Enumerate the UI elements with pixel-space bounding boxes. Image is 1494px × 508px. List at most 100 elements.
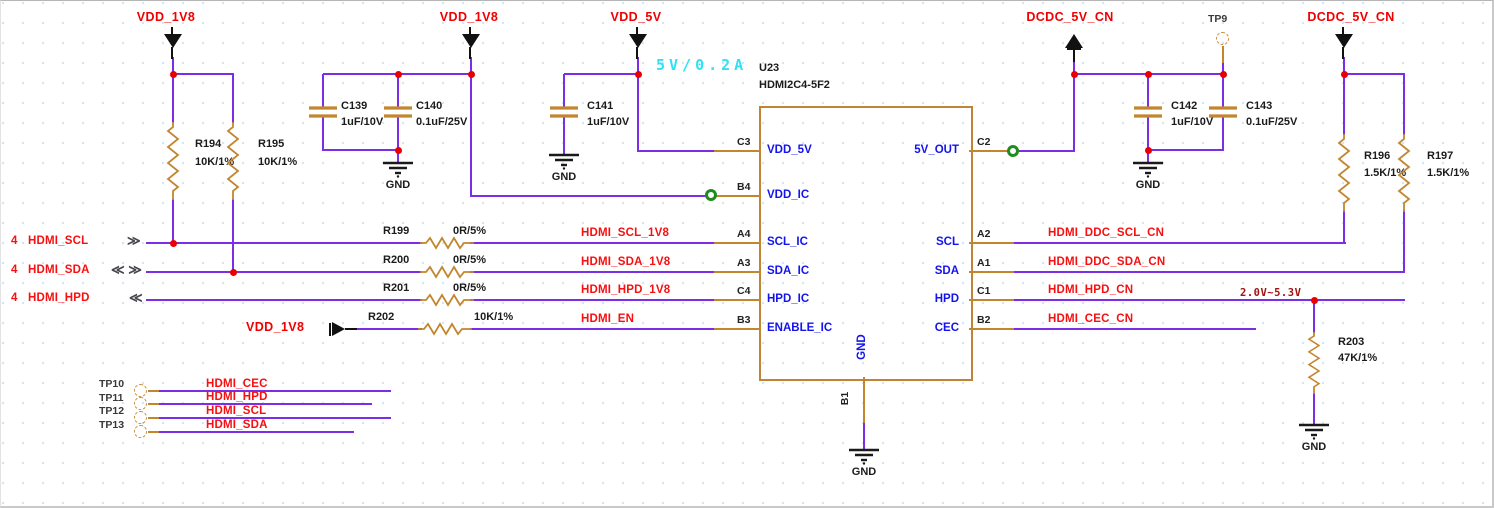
wire[interactable] xyxy=(1073,59,1075,152)
wire[interactable] xyxy=(158,390,391,392)
wire[interactable] xyxy=(564,73,639,75)
wire[interactable] xyxy=(1403,210,1405,273)
net-label-hdmi-ddc-scl-cn[interactable]: HDMI_DDC_SCL_CN xyxy=(1048,227,1165,239)
resistor-r201[interactable] xyxy=(420,293,474,307)
wire[interactable] xyxy=(172,199,174,244)
power-flag-vdd-5v-label[interactable]: VDD_5V xyxy=(610,10,662,24)
test-point-tp12[interactable] xyxy=(134,411,147,424)
net-label-hdmi-scl-1v8[interactable]: HDMI_SCL_1V8 xyxy=(581,227,670,239)
wire[interactable] xyxy=(146,299,422,301)
wire[interactable] xyxy=(1148,149,1224,151)
wire[interactable] xyxy=(172,57,174,123)
wire[interactable] xyxy=(470,57,472,197)
net-label-hdmi-cec-cn[interactable]: HDMI_CEC_CN xyxy=(1048,313,1134,325)
power-flag-dcdc-5v-cn-label[interactable]: DCDC_5V_CN xyxy=(1026,10,1114,24)
wire[interactable] xyxy=(1014,271,1405,273)
wire[interactable] xyxy=(158,431,354,433)
test-point-tp11[interactable] xyxy=(134,397,147,410)
gnd-symbol[interactable] xyxy=(1131,161,1165,178)
resistor-r194[interactable] xyxy=(166,122,180,200)
resistor-r202[interactable] xyxy=(418,322,472,336)
net-label-hdmi-cec[interactable]: HDMI_CEC xyxy=(206,378,268,390)
wire[interactable] xyxy=(1403,74,1405,135)
net-label-hdmi-en[interactable]: HDMI_EN xyxy=(581,313,635,325)
net-label-hdmi-sda-1v8[interactable]: HDMI_SDA_1V8 xyxy=(581,256,671,268)
wire[interactable] xyxy=(1344,73,1405,75)
wire[interactable] xyxy=(563,115,565,154)
wire[interactable] xyxy=(637,57,639,152)
wire[interactable] xyxy=(471,195,706,197)
wire[interactable] xyxy=(638,150,715,152)
gnd-symbol[interactable] xyxy=(381,161,415,178)
wire[interactable] xyxy=(146,271,422,273)
wire[interactable] xyxy=(146,242,422,244)
annotation-current-rating[interactable]: 5V/0.2A xyxy=(656,56,748,74)
wire[interactable] xyxy=(357,328,422,330)
wire[interactable] xyxy=(1014,328,1256,330)
wire[interactable] xyxy=(1343,210,1345,244)
resistor-r196[interactable] xyxy=(1337,134,1351,212)
gnd-symbol[interactable] xyxy=(1297,423,1331,440)
capacitor-c140[interactable] xyxy=(384,102,412,122)
test-point-tp13[interactable] xyxy=(134,425,147,438)
net-label-hdmi-hpd-1v8[interactable]: HDMI_HPD_1V8 xyxy=(581,284,671,296)
wire[interactable] xyxy=(158,403,372,405)
wire[interactable] xyxy=(563,74,565,109)
power-flag-arrow-down-icon[interactable] xyxy=(629,34,647,48)
net-label-hdmi-ddc-sda-cn[interactable]: HDMI_DDC_SDA_CN xyxy=(1048,256,1166,268)
wire[interactable] xyxy=(397,115,399,162)
capacitor-c143[interactable] xyxy=(1209,102,1237,122)
ic-u23-body[interactable] xyxy=(759,106,973,381)
capacitor-c141[interactable] xyxy=(550,102,578,122)
wire[interactable] xyxy=(470,242,715,244)
wire[interactable] xyxy=(1222,115,1224,151)
power-flag-arrow-down-icon[interactable] xyxy=(462,34,480,48)
wire[interactable] xyxy=(173,73,234,75)
gnd-symbol[interactable] xyxy=(847,448,881,465)
wire[interactable] xyxy=(470,271,715,273)
resistor-r203[interactable] xyxy=(1307,332,1321,394)
capacitor-c142[interactable] xyxy=(1134,102,1162,122)
wire[interactable] xyxy=(1147,74,1149,109)
wire[interactable] xyxy=(323,149,399,151)
wire[interactable] xyxy=(158,417,391,419)
resistor-r195[interactable] xyxy=(226,122,240,200)
net-label-hdmi-hpd-cn[interactable]: HDMI_HPD_CN xyxy=(1048,284,1134,296)
resistor-r200[interactable] xyxy=(420,265,474,279)
wire[interactable] xyxy=(232,199,234,273)
sheet-port-hdmi-scl[interactable]: HDMI_SCL xyxy=(28,235,89,247)
wire[interactable] xyxy=(322,115,324,151)
net-label-hdmi-sda[interactable]: HDMI_SDA xyxy=(206,419,268,431)
net-label-hdmi-hpd[interactable]: HDMI_HPD xyxy=(206,391,268,403)
wire[interactable] xyxy=(1313,300,1315,333)
resistor-r197[interactable] xyxy=(1397,134,1411,212)
wire[interactable] xyxy=(1313,393,1315,424)
net-label-hdmi-scl[interactable]: HDMI_SCL xyxy=(206,405,267,417)
wire[interactable] xyxy=(470,299,715,301)
resistor-r199[interactable] xyxy=(420,236,474,250)
test-point-tp10[interactable] xyxy=(134,384,147,397)
power-flag-arrow-down-icon[interactable] xyxy=(1335,34,1353,48)
wire[interactable] xyxy=(397,74,399,109)
wire[interactable] xyxy=(1222,63,1224,109)
power-flag-arrow-down-icon[interactable] xyxy=(164,34,182,48)
power-flag-vdd-1v8-label[interactable]: VDD_1V8 xyxy=(439,10,499,24)
capacitor-c139[interactable] xyxy=(309,102,337,122)
wire[interactable] xyxy=(1147,115,1149,162)
wire[interactable] xyxy=(470,328,715,330)
wire[interactable] xyxy=(863,423,865,449)
power-flag-vdd-1v8-label[interactable]: VDD_1V8 xyxy=(246,320,305,334)
wire[interactable] xyxy=(1014,242,1346,244)
power-flag-vdd-1v8-label[interactable]: VDD_1V8 xyxy=(136,10,196,24)
power-flag-arrow-right-icon[interactable] xyxy=(332,322,345,336)
gnd-symbol[interactable] xyxy=(547,153,581,170)
wire[interactable] xyxy=(232,74,234,123)
wire[interactable] xyxy=(1343,57,1345,135)
annotation-voltage-range[interactable]: 2.0V~5.3V xyxy=(1240,287,1302,299)
sheet-port-hdmi-hpd[interactable]: HDMI_HPD xyxy=(28,292,90,304)
power-flag-arrow-up-icon[interactable] xyxy=(1065,34,1083,48)
wire[interactable] xyxy=(322,74,324,109)
power-flag-dcdc-5v-cn-label[interactable]: DCDC_5V_CN xyxy=(1307,10,1395,24)
wire[interactable] xyxy=(1014,299,1405,301)
test-point-tp9[interactable] xyxy=(1216,32,1229,45)
